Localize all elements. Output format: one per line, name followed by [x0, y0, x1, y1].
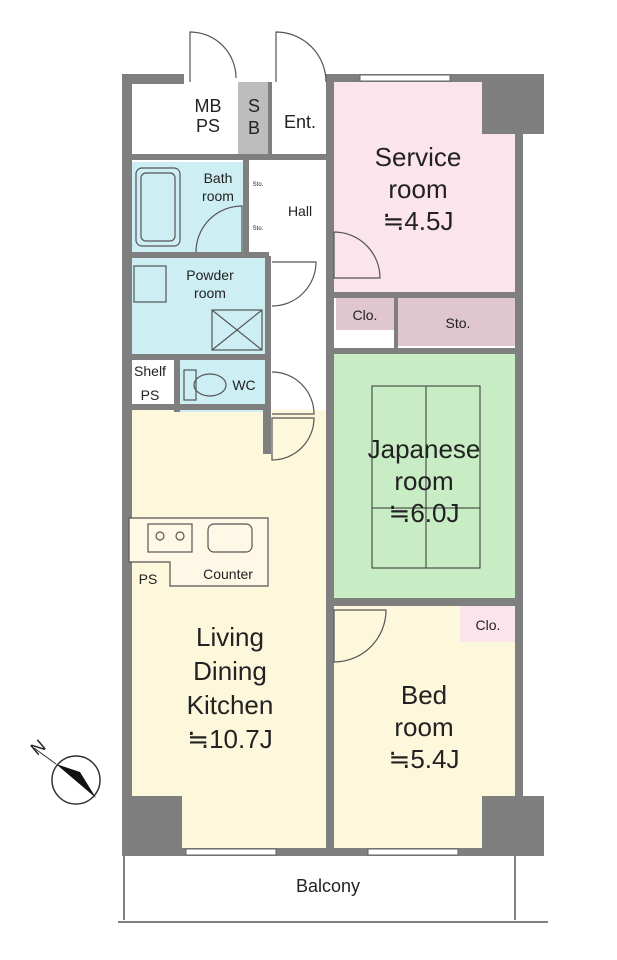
- bedroom-label-2: room: [394, 712, 453, 742]
- entrance-label: Ent.: [284, 112, 316, 132]
- north-arrow-icon: [33, 747, 101, 805]
- bath-label-1: Bath: [204, 170, 233, 186]
- sto-label-2: Sto.: [253, 226, 264, 232]
- ps-label-top: PS: [141, 387, 160, 403]
- toilet-icon: [183, 369, 227, 401]
- service-room-label-1: Service: [375, 142, 462, 172]
- balcony-label: Balcony: [296, 876, 360, 896]
- kitchen-counter: [128, 517, 269, 587]
- sb-label-1: S: [248, 96, 260, 116]
- tatami-mats: [371, 385, 481, 569]
- mb-ps-label-1: MB: [195, 96, 222, 116]
- bedroom-area-label: ≒5.4J: [389, 744, 460, 774]
- sb-area: [238, 82, 268, 156]
- service-room-label-2: room: [388, 174, 447, 204]
- balcony-rail: [118, 856, 548, 923]
- powder-label-1: Powder: [186, 267, 234, 283]
- sto-label-1: Sto.: [253, 182, 264, 188]
- bath-area: [129, 162, 243, 252]
- service-room-area-label: ≒4.5J: [383, 206, 454, 236]
- door-swings: [189, 31, 387, 663]
- window-top: [359, 74, 451, 82]
- counter-label: Counter: [203, 566, 253, 582]
- storage-label: Sto.: [446, 315, 471, 331]
- bed-closet-label: Clo.: [476, 617, 501, 633]
- mb-ps-label-2: PS: [196, 116, 220, 136]
- japanese-room-area-label: ≒6.0J: [389, 498, 460, 528]
- powder-area: [129, 258, 265, 354]
- window-bottom-right: [367, 848, 459, 856]
- shelf-label: Shelf: [134, 363, 166, 379]
- window-bottom-left: [185, 848, 277, 856]
- bed-closet-area: [460, 606, 515, 642]
- hall-label: Hall: [288, 203, 312, 219]
- powder-label-2: room: [194, 285, 226, 301]
- sb-label-2: B: [248, 118, 260, 138]
- ps-label-bottom: PS: [139, 571, 158, 587]
- japanese-room-label-1: Japanese: [368, 434, 481, 464]
- bath-label-2: room: [202, 188, 234, 204]
- walls: [122, 74, 544, 856]
- bedroom-label-1: Bed: [401, 680, 447, 710]
- ldk-area: [129, 410, 328, 850]
- ldk-label-1: Living: [196, 622, 264, 652]
- north-label: N: [27, 736, 50, 760]
- japanese-room-area: [334, 354, 515, 598]
- washbasin-icon: [133, 265, 263, 351]
- bathtub-icon: [135, 167, 181, 247]
- japanese-room-label-2: room: [394, 466, 453, 496]
- closet-label: Clo.: [353, 307, 378, 323]
- ldk-label-3: Kitchen: [187, 690, 274, 720]
- ldk-area-label: ≒10.7J: [187, 724, 272, 754]
- storage-area: [398, 298, 515, 346]
- closet-area: [336, 298, 394, 330]
- ldk-label-2: Dining: [193, 656, 267, 686]
- wc-label: WC: [232, 377, 255, 393]
